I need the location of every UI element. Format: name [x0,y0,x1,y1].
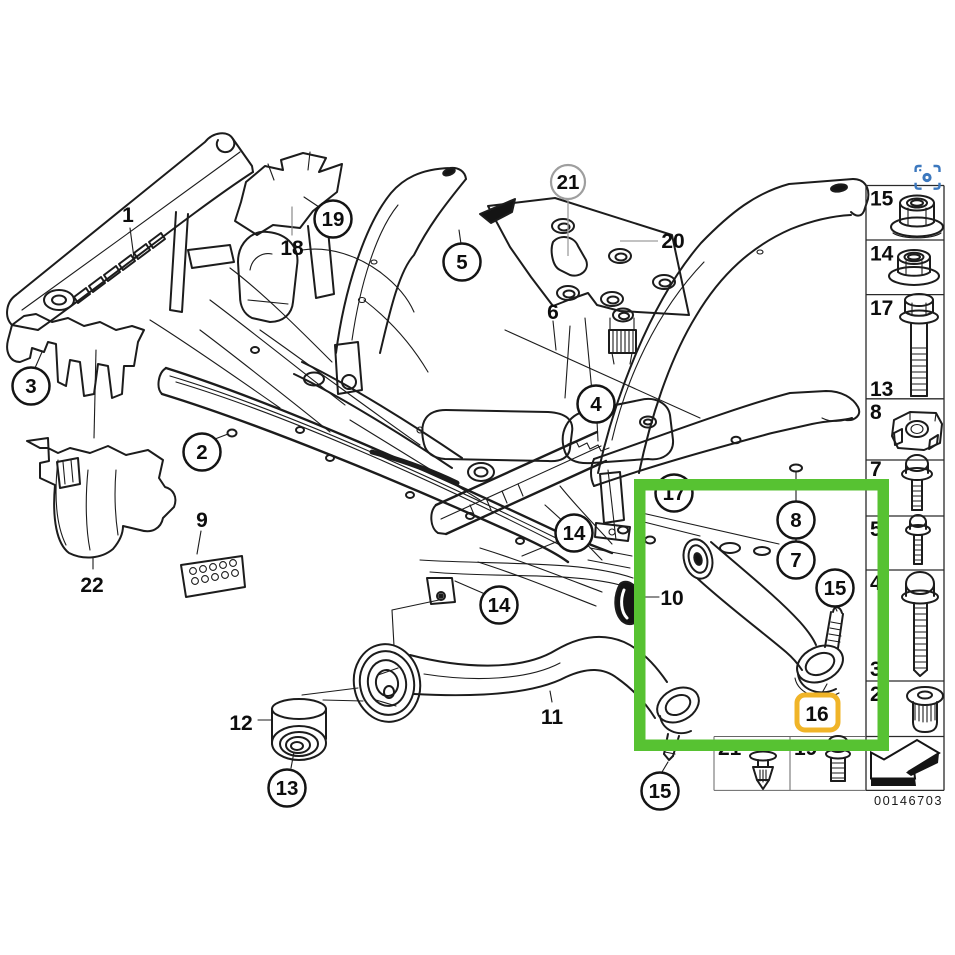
svg-text:2: 2 [870,683,882,706]
svg-text:8: 8 [870,401,882,424]
svg-text:2: 2 [196,441,207,464]
svg-text:16: 16 [805,703,828,726]
svg-text:3: 3 [870,658,882,681]
svg-text:18: 18 [280,237,304,260]
svg-text:22: 22 [80,574,103,597]
svg-text:8: 8 [790,509,801,532]
svg-text:17: 17 [870,297,893,320]
svg-text:10: 10 [660,587,683,610]
svg-text:14: 14 [488,594,511,617]
svg-text:11: 11 [541,706,564,729]
svg-text:6: 6 [547,301,559,324]
svg-text:7: 7 [870,458,882,481]
svg-text:14: 14 [563,522,586,545]
svg-text:3: 3 [25,375,36,398]
svg-text:21: 21 [557,171,580,194]
svg-text:00146703: 00146703 [874,793,943,808]
svg-text:9: 9 [196,509,208,532]
svg-text:19: 19 [322,208,345,231]
svg-text:15: 15 [649,780,672,803]
svg-text:4: 4 [590,393,602,416]
svg-text:14: 14 [870,243,894,266]
svg-text:15: 15 [870,188,894,211]
svg-text:7: 7 [790,549,801,572]
svg-text:13: 13 [276,777,299,800]
svg-text:15: 15 [824,577,847,600]
svg-text:20: 20 [661,230,684,253]
svg-text:1: 1 [122,204,134,227]
svg-text:13: 13 [870,378,893,401]
svg-text:12: 12 [229,712,252,735]
svg-text:5: 5 [456,251,467,274]
